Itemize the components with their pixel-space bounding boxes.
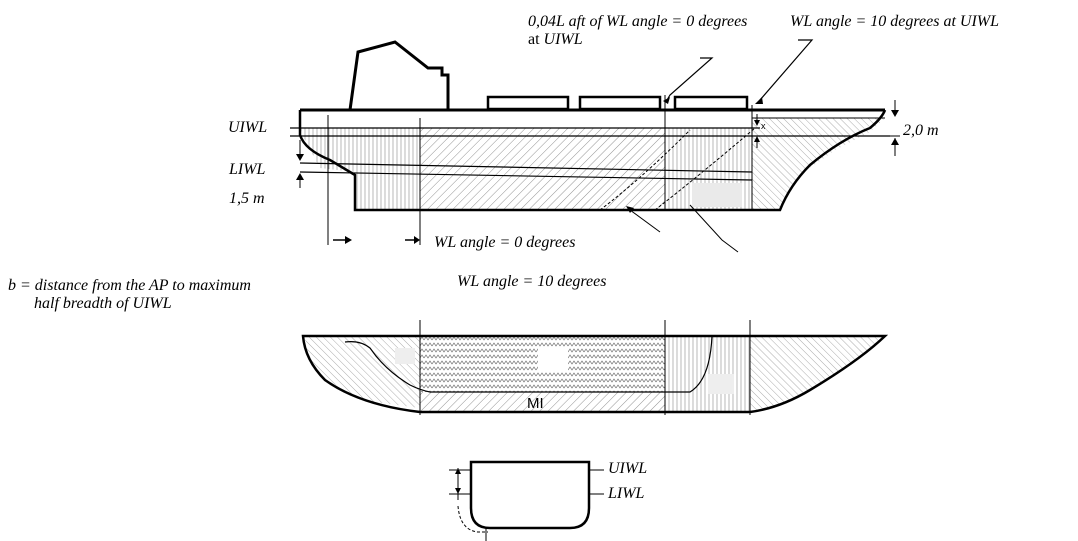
pointer-aft-label xyxy=(666,57,714,101)
wl-angle-curve-fwd xyxy=(654,127,756,211)
label-wl10-top: WL angle = 10 degrees at UIWL xyxy=(790,13,999,30)
label-2-0m: 2,0 m xyxy=(903,122,939,139)
label-aft-wl-angle: 0,04L aft of WL angle = 0 degrees xyxy=(528,13,748,30)
label-wl0: WL angle = 0 degrees xyxy=(434,234,576,251)
plan-view xyxy=(301,320,889,415)
arrowhead xyxy=(296,154,304,161)
hatch-cover-1 xyxy=(486,95,570,111)
arrowhead xyxy=(663,97,670,104)
liwl-line xyxy=(299,162,753,173)
light-patch xyxy=(692,183,742,207)
hatch-cover-3 xyxy=(673,95,749,111)
label-section-uiwl: UIWL xyxy=(608,460,648,477)
pointer-wl10-top xyxy=(759,39,814,101)
light-patch xyxy=(708,374,734,394)
label-midship: MI xyxy=(527,395,544,412)
arrowhead xyxy=(414,236,420,244)
label-uiwl: UIWL xyxy=(228,119,268,136)
plan-hatch-aft xyxy=(305,336,420,408)
liwl-line-2 xyxy=(299,171,753,181)
hull-outline xyxy=(298,109,887,212)
arrowhead xyxy=(455,468,461,474)
plan-hatch-bow xyxy=(750,336,885,412)
label-aft-uiwl: UIWL xyxy=(543,31,583,48)
ice-belt-aft-region xyxy=(300,128,420,210)
arrowhead xyxy=(455,488,461,494)
ice-belt-bow-region xyxy=(752,118,885,210)
arrowhead xyxy=(754,120,760,126)
pointer-wl0 xyxy=(629,209,661,233)
arrowhead xyxy=(755,97,763,104)
label-1-5m: 1,5 m xyxy=(229,190,265,207)
section-outline xyxy=(469,460,591,530)
arrowhead xyxy=(891,138,899,145)
light-patch xyxy=(538,347,568,371)
pointer-wl10 xyxy=(689,204,739,253)
arrowhead xyxy=(754,136,760,142)
label-x: x xyxy=(761,121,766,131)
ice-belt-mid-region xyxy=(420,128,665,210)
label-wl10: WL angle = 10 degrees xyxy=(457,273,607,290)
arrowhead xyxy=(626,206,634,213)
plan-inner-curve xyxy=(344,335,713,393)
side-profile xyxy=(290,39,900,253)
plan-hatch-mid-lower xyxy=(420,392,665,412)
label-aft-at: at xyxy=(528,31,540,48)
section-dashed-curve xyxy=(457,505,488,533)
light-patch xyxy=(395,348,415,364)
arrowhead xyxy=(296,173,304,180)
label-aft-wl-angle-line2: at UIWL xyxy=(528,31,583,49)
label-section-liwl: LIWL xyxy=(608,485,645,502)
hatch-cover-2 xyxy=(578,95,662,111)
wl-angle-curve-aft xyxy=(599,129,691,211)
label-b-definition-line2: half breadth of UIWL xyxy=(34,295,172,312)
plan-hatch-fwd xyxy=(665,336,750,412)
label-liwl: LIWL xyxy=(229,161,266,178)
label-b-definition: b = distance from the AP to maximum xyxy=(8,277,251,294)
arrowhead xyxy=(345,236,352,244)
superstructure xyxy=(348,40,450,111)
arrowhead xyxy=(891,110,899,117)
midship-section xyxy=(449,460,604,541)
